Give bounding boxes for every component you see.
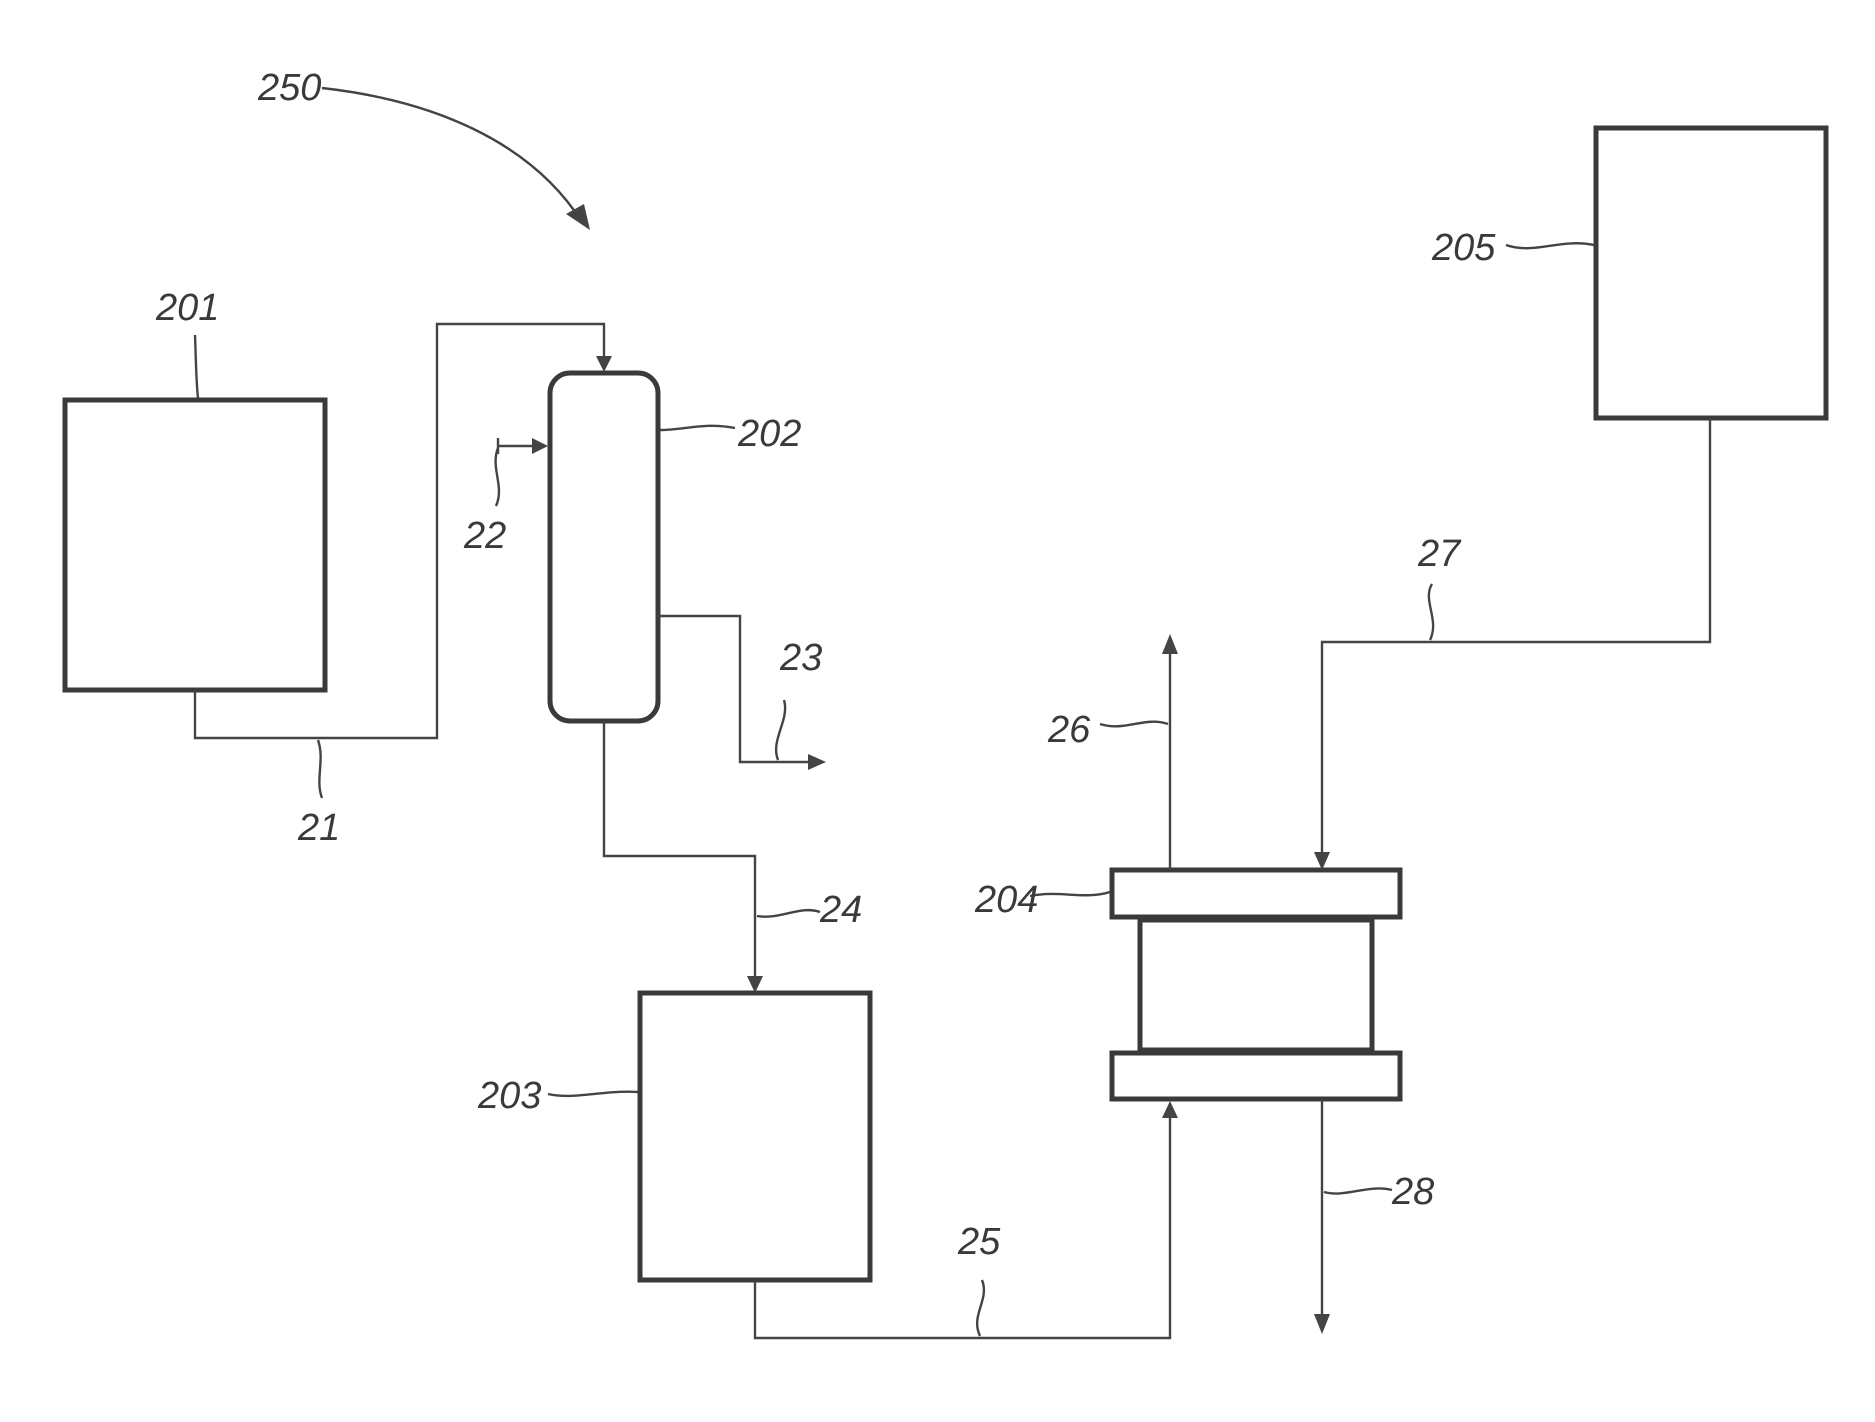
stream-23: 23 xyxy=(658,616,826,770)
stream-22: 22 xyxy=(463,438,548,557)
stream-25-leader xyxy=(977,1280,984,1336)
unit-204-leader xyxy=(1030,892,1110,896)
unit-203: 203 xyxy=(477,993,870,1280)
stream-21-arrowhead xyxy=(596,356,612,372)
stream-28-arrowhead xyxy=(1314,1314,1330,1334)
stream-24-label: 24 xyxy=(819,889,862,931)
stream-21-label: 21 xyxy=(297,807,340,849)
stream-28-leader xyxy=(1324,1188,1392,1193)
stream-23-label: 23 xyxy=(779,637,822,679)
stream-23-leader xyxy=(776,700,785,760)
unit-205: 205 xyxy=(1431,128,1826,418)
unit-203-leader xyxy=(548,1092,638,1096)
stream-26-leader xyxy=(1100,722,1168,727)
stream-23-arrowhead xyxy=(808,754,826,770)
unit-204-top-plate xyxy=(1112,870,1400,917)
unit-203-box xyxy=(640,993,870,1280)
stream-28: 28 xyxy=(1314,1099,1434,1334)
unit-204-label: 204 xyxy=(974,879,1038,921)
system-reference: 250 xyxy=(257,67,590,230)
system-pointer-arrowhead xyxy=(566,204,590,230)
stream-27-label: 27 xyxy=(1417,533,1462,575)
stream-25-arrowhead xyxy=(1162,1101,1178,1118)
stream-25-label: 25 xyxy=(957,1221,1001,1263)
unit-205-label: 205 xyxy=(1431,227,1496,269)
unit-205-leader xyxy=(1506,243,1594,248)
stream-27-line xyxy=(1322,418,1710,856)
stream-24-leader xyxy=(757,910,820,917)
stream-27-leader xyxy=(1429,584,1433,640)
unit-202-leader xyxy=(660,426,735,430)
system-label-250: 250 xyxy=(257,67,321,109)
unit-201-leader xyxy=(195,335,198,398)
unit-202: 202 xyxy=(550,373,801,721)
unit-204: 204 xyxy=(974,870,1400,1099)
stream-22-leader xyxy=(496,448,499,506)
stream-24-line xyxy=(604,721,755,980)
stream-27: 27 xyxy=(1314,418,1710,870)
stream-22-label: 22 xyxy=(463,515,506,557)
unit-202-label: 202 xyxy=(737,413,801,455)
unit-205-box xyxy=(1596,128,1826,418)
unit-201-box xyxy=(65,400,325,690)
stream-28-label: 28 xyxy=(1391,1171,1434,1213)
system-pointer-line xyxy=(322,88,582,222)
unit-204-body xyxy=(1140,920,1372,1050)
unit-202-column xyxy=(550,373,658,721)
unit-203-label: 203 xyxy=(477,1075,541,1117)
unit-201-label: 201 xyxy=(155,287,219,329)
stream-22-arrowhead xyxy=(532,438,548,454)
stream-27-arrowhead xyxy=(1314,852,1330,870)
unit-201: 201 xyxy=(65,287,325,690)
stream-26-arrowhead xyxy=(1162,634,1178,654)
stream-21-leader xyxy=(318,740,322,798)
stream-26: 26 xyxy=(1047,634,1178,870)
stream-24-arrowhead xyxy=(747,976,763,993)
stream-26-label: 26 xyxy=(1047,709,1091,751)
unit-204-bottom-plate xyxy=(1112,1053,1400,1099)
